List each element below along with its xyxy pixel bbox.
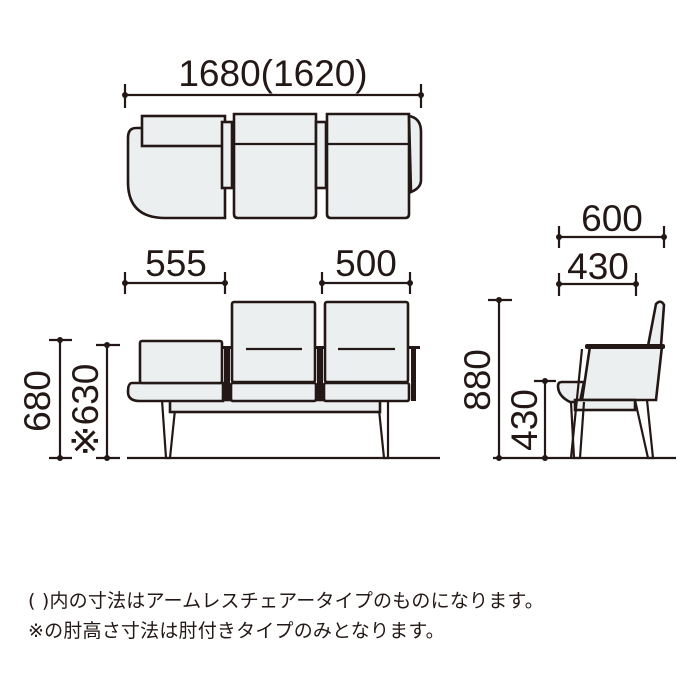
front-middle-back [230,300,317,384]
note-armless-dimensions: ( )内の寸法はアームレスチェアータイプのものになります。 [28,590,544,612]
plan-arm-1 [220,120,234,190]
seat-depth-label: 430 [567,246,629,287]
front-right-back [323,300,410,384]
side-backrest-top [646,300,666,348]
depth-label: 600 [581,198,643,239]
seat-width-label: 500 [335,243,397,284]
side-table-width-label: 555 [145,243,207,284]
seat-height-label: 430 [504,389,545,451]
front-side-table [138,339,224,385]
front-height-label: 680 [17,370,58,432]
plan-view: 1680(1620) [122,53,424,220]
plan-right-arm [407,114,423,194]
arm-height-label: ※630 [65,364,106,457]
plan-arm-2 [314,120,328,190]
side-back-panel [580,344,664,402]
plan-middle-seat [232,112,318,220]
plan-left-module [126,126,227,220]
side-height-label: 880 [457,349,498,411]
plan-left-back [140,114,227,148]
note-arm-height: ※の肘高さ寸法は肘付きタイプのみとなります。 [28,620,445,642]
side-view: 600 430 880 430 [457,198,676,461]
plan-right-seat [325,112,411,220]
front-view: 555 500 680 [17,243,440,461]
front-left-seat [126,381,225,403]
overall-width-label: 1680(1620) [178,53,367,94]
